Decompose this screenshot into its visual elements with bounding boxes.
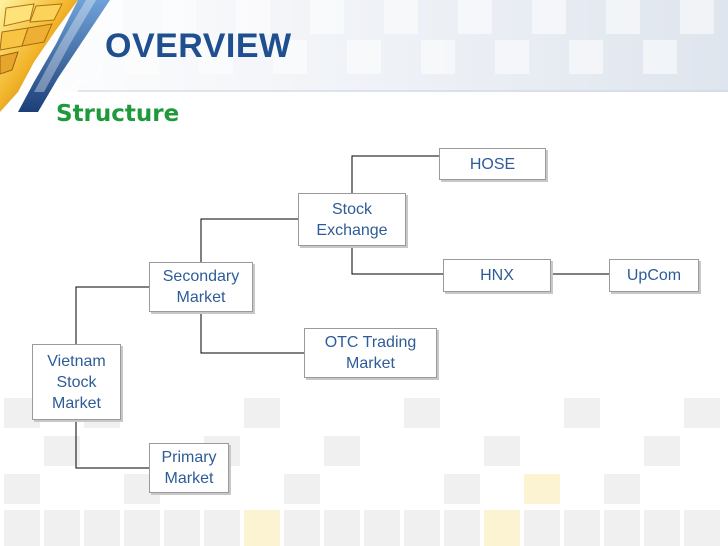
connector-root-to-primary [75, 420, 149, 469]
node-upcom: UpCom [609, 259, 699, 292]
connector-secondary-to-otc [200, 312, 304, 354]
section-subtitle: Structure [56, 101, 180, 127]
node-otc-trading-market: OTC Trading Market [304, 328, 437, 378]
connector-root-to-secondary [75, 286, 149, 344]
node-stock-exchange: Stock Exchange [298, 193, 406, 246]
connector-secondary-to-stock-exchange [200, 218, 298, 262]
page-title: OVERVIEW [105, 27, 292, 65]
node-hose: HOSE [439, 148, 546, 180]
node-vietnam-stock-market: Vietnam Stock Market [32, 344, 121, 420]
node-hnx: HNX [443, 259, 551, 292]
node-primary-market: Primary Market [149, 443, 229, 493]
connector-stock-exchange-to-hnx [351, 246, 443, 275]
header-pattern [78, 0, 728, 92]
node-secondary-market: Secondary Market [149, 262, 253, 312]
gold-bars-icon [0, 0, 110, 112]
connector-stock-exchange-to-hose [351, 155, 439, 193]
